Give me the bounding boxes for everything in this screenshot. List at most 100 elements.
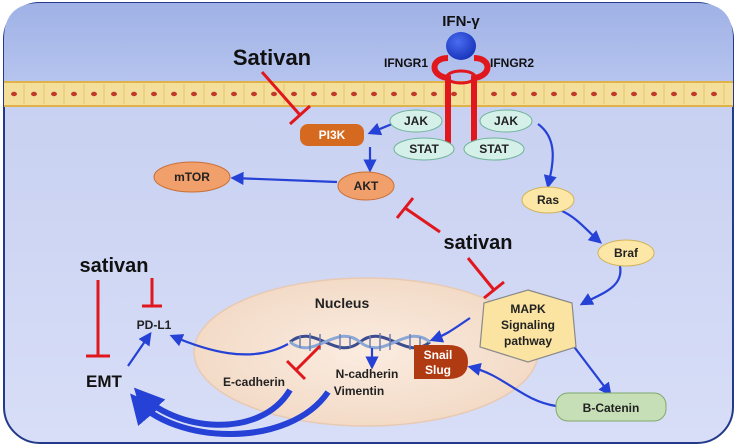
membrane-dot xyxy=(171,91,177,97)
membrane-dot xyxy=(631,91,637,97)
membrane-dot xyxy=(211,91,217,97)
membrane-dot xyxy=(491,91,497,97)
membrane-dot xyxy=(71,91,77,97)
label-e-cadherin: E-cadherin xyxy=(223,375,285,389)
label-n-cadherin: N-cadherin xyxy=(336,367,399,381)
emt-arrows xyxy=(130,387,331,437)
svg-text:Braf: Braf xyxy=(614,246,639,260)
inhibit-akt xyxy=(395,197,441,234)
membrane-dot xyxy=(671,91,677,97)
svg-text:Ras: Ras xyxy=(537,193,559,207)
node-mapk: MAPK Signaling pathway xyxy=(479,289,577,363)
svg-text:Slug: Slug xyxy=(425,363,451,377)
nucleus-label: Nucleus xyxy=(315,295,370,311)
cell-membrane xyxy=(4,81,733,107)
membrane-dot xyxy=(311,91,317,97)
label-sativan-left: sativan xyxy=(80,255,149,277)
membrane-dot xyxy=(371,91,377,97)
svg-text:Snail: Snail xyxy=(424,348,453,362)
ifn-gamma-receptor: IFN-γ IFNGR1 IFNGR2 xyxy=(384,13,534,150)
arrow-ncadherin-emt xyxy=(130,390,331,437)
arrow-bcatenin-snail xyxy=(467,362,557,408)
svg-text:PI3K: PI3K xyxy=(319,128,346,142)
membrane-dot xyxy=(551,91,557,97)
membrane-dot xyxy=(151,91,157,97)
membrane-dot xyxy=(591,91,597,97)
arrow-jak-pi3k xyxy=(367,122,393,136)
node-jak-left: JAK xyxy=(389,109,443,133)
membrane-dot xyxy=(391,91,397,97)
node-b-catenin: B-Catenin xyxy=(555,392,667,422)
svg-text:pathway: pathway xyxy=(504,334,552,348)
membrane-dot xyxy=(131,91,137,97)
membrane-dot xyxy=(251,91,257,97)
ifn-gamma-ligand xyxy=(446,32,476,60)
membrane-dot xyxy=(231,91,237,97)
inhibit-emt xyxy=(86,280,110,358)
membrane-dot xyxy=(111,91,117,97)
svg-text:mTOR: mTOR xyxy=(174,170,210,184)
node-braf: Braf xyxy=(597,239,655,267)
node-snail-slug: Snail Slug xyxy=(414,345,468,379)
arrow-dna-pdl1 xyxy=(169,334,289,356)
arrow-ras-braf xyxy=(559,208,603,244)
svg-text:STAT: STAT xyxy=(479,142,509,156)
label-pd-l1: PD-L1 xyxy=(137,318,172,332)
inhibition-lines xyxy=(86,71,505,381)
arrow-emt-pdl1 xyxy=(127,331,152,367)
membrane-dot xyxy=(691,91,697,97)
membrane-dot xyxy=(351,91,357,97)
arrow-jak-ras xyxy=(537,123,557,189)
arrow-mapk-bcatenin xyxy=(571,343,612,397)
ifngr2-label: IFNGR2 xyxy=(490,56,534,70)
svg-text:MAPK: MAPK xyxy=(510,302,546,316)
membrane-dot xyxy=(11,91,17,97)
label-sativan-top: Sativan xyxy=(233,45,311,70)
svg-text:STAT: STAT xyxy=(409,142,439,156)
membrane-dot xyxy=(331,91,337,97)
membrane-dot xyxy=(571,91,577,97)
activation-arrows xyxy=(127,122,622,408)
node-pi3k: PI3K xyxy=(300,124,364,146)
ifngr1-label: IFNGR1 xyxy=(384,56,428,70)
arrow-akt-mtor xyxy=(230,171,338,186)
membrane-dot xyxy=(711,91,717,97)
membrane-dot xyxy=(531,91,537,97)
node-mtor: mTOR xyxy=(153,161,231,193)
node-stat-right: STAT xyxy=(463,137,525,161)
membrane-dot xyxy=(271,91,277,97)
arrow-mapk-dna xyxy=(429,317,471,343)
inhibit-mapk xyxy=(466,257,505,300)
dna-helix-icon xyxy=(289,333,431,351)
ifn-gamma-label: IFN-γ xyxy=(442,13,480,30)
membrane-dot xyxy=(611,91,617,97)
svg-text:JAK: JAK xyxy=(404,114,428,128)
inhibit-pdl1 xyxy=(142,278,162,308)
svg-text:JAK: JAK xyxy=(494,114,518,128)
membrane-dot xyxy=(511,91,517,97)
label-emt: EMT xyxy=(86,372,123,391)
membrane-dot xyxy=(31,91,37,97)
membrane-dot xyxy=(51,91,57,97)
svg-text:Signaling: Signaling xyxy=(501,318,555,332)
label-sativan-middle: sativan xyxy=(444,232,513,254)
label-vimentin: Vimentin xyxy=(334,384,384,398)
inhibit-pi3k xyxy=(260,71,312,126)
membrane-dot xyxy=(451,91,457,97)
svg-text:AKT: AKT xyxy=(354,179,379,193)
membrane-dot xyxy=(291,91,297,97)
node-jak-right: JAK xyxy=(479,109,533,133)
node-stat-left: STAT xyxy=(393,137,455,161)
membrane-dot xyxy=(651,91,657,97)
membrane-dot xyxy=(191,91,197,97)
membrane-dot xyxy=(431,91,437,97)
membrane-dot xyxy=(91,91,97,97)
svg-text:B-Catenin: B-Catenin xyxy=(583,401,640,415)
nucleus: Nucleus xyxy=(193,277,539,427)
node-ras: Ras xyxy=(521,186,575,214)
node-akt: AKT xyxy=(337,171,395,201)
arrow-braf-mapk xyxy=(579,265,622,306)
inhibit-ecadherin xyxy=(285,344,322,381)
membrane-dot xyxy=(411,91,417,97)
